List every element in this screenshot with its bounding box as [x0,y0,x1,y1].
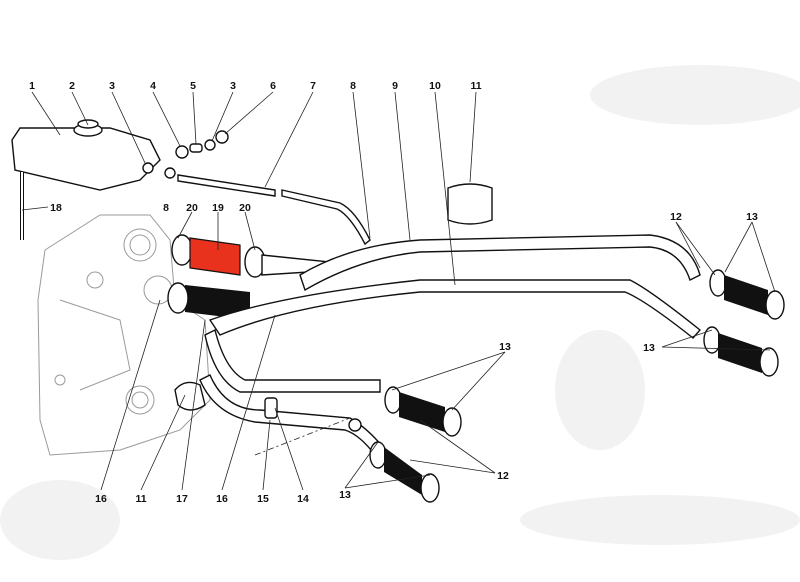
sensor-14 [264,397,278,419]
callout: 13 [746,211,758,223]
callout: 8 [350,80,356,92]
callout: 4 [150,80,156,92]
callout-labels: 1 2 3 4 5 3 6 7 8 9 10 11 18 8 20 19 20 … [29,80,758,505]
hose-black-left [185,285,250,320]
callout: 13 [499,341,511,353]
hose-19-highlighted [171,234,342,278]
callout: 1 [29,80,35,92]
callout: 6 [270,80,276,92]
background-haze [0,65,800,560]
callout: 12 [497,470,509,482]
callout: 19 [212,202,224,214]
callout: 20 [186,202,198,214]
callout: 13 [643,342,655,354]
callout: 3 [109,80,115,92]
callout: 5 [190,80,196,92]
callout: 12 [670,211,682,223]
clip-11-bottom [174,381,206,411]
callout: 2 [69,80,75,92]
callout: 3 [230,80,236,92]
callout: 8 [163,202,169,214]
engine-block [37,214,211,456]
hose-7 [177,174,276,197]
fittings [164,130,229,179]
expansion-tank [11,119,161,240]
clip-11-top [447,183,493,225]
outlet-hoses [369,269,785,503]
callout: 17 [176,493,188,505]
callout: 16 [216,493,228,505]
callout: 10 [429,80,441,92]
pipe-port [348,418,362,432]
pipe-8 [281,189,371,246]
leader-lines [21,91,776,491]
callout: 9 [392,80,398,92]
callout: 13 [339,489,351,501]
callout: 16 [95,493,107,505]
callout: 11 [135,493,146,505]
callout: 20 [239,202,251,214]
callout: 15 [257,493,269,505]
callout: 7 [310,80,316,92]
callout: 18 [50,202,62,214]
callout: 14 [297,493,309,505]
callout: 11 [470,80,481,92]
